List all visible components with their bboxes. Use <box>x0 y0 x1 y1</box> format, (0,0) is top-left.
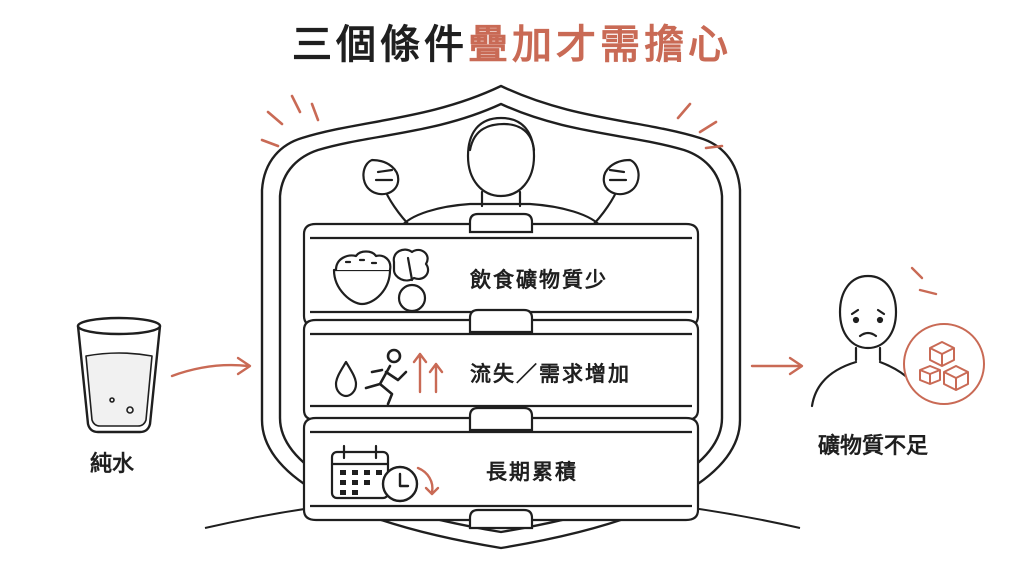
page-title: 三個條件疊加才需擔心 <box>0 12 1024 70</box>
rice-bowl-vegetable-icon <box>332 248 430 313</box>
title-accent-part: 疊加才需擔心 <box>468 22 732 68</box>
mineral-cubes-icon <box>903 323 985 405</box>
worry-marks <box>910 266 938 296</box>
tier-1-label: 飲食礦物質少 <box>470 268 608 292</box>
arrow-left-to-shield <box>170 356 252 378</box>
tier-3-label: 長期累積 <box>486 460 578 484</box>
tier-2-label: 流失／需求增加 <box>470 362 631 386</box>
pure-water-label: 純水 <box>90 452 135 477</box>
calendar-clock-icon <box>330 444 440 503</box>
strong-person-icon <box>362 116 640 230</box>
worried-person-icon <box>810 274 912 408</box>
water-drop-runner-arrows-icon <box>334 348 444 406</box>
shield-icon <box>260 84 742 550</box>
shield-sparkles <box>260 94 724 150</box>
arrow-shield-to-right <box>750 356 804 376</box>
water-glass-icon <box>76 316 162 434</box>
mineral-deficiency-label: 礦物質不足 <box>818 434 929 459</box>
title-dark-part: 三個條件 <box>292 22 468 68</box>
